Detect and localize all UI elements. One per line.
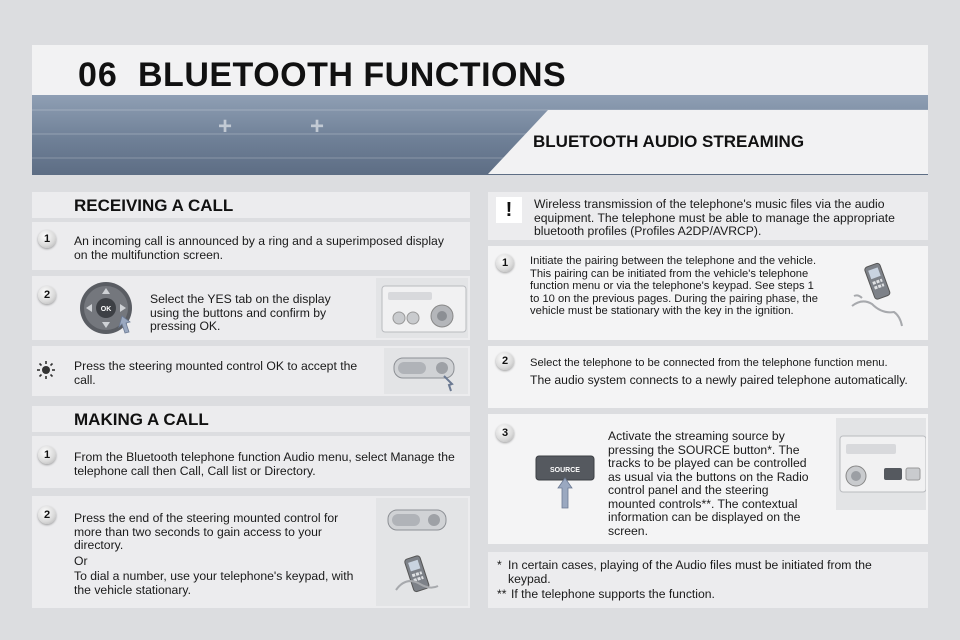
steering-and-phone-illustration xyxy=(376,498,468,606)
footnotes-panel xyxy=(488,552,928,608)
streaming-step-2-text: Select the telephone to be connected fro… xyxy=(530,357,888,369)
receiving-heading: RECEIVING A CALL xyxy=(74,196,234,215)
streaming-step-1-text: Initiate the pairing between the telepho… xyxy=(530,255,818,317)
receiving-step-2-text: Select the YES tab on the display using … xyxy=(150,292,331,333)
making-step-2-text: Press the end of the steering mounted co… xyxy=(74,511,339,552)
receiving-step-1-text: An incoming call is announced by a ring … xyxy=(74,234,444,262)
radio-source-illustration xyxy=(836,418,927,510)
step-number-badge: 2 xyxy=(38,286,56,304)
telephone-hand-icon xyxy=(851,262,903,327)
footnote-2: If the telephone supports the function. xyxy=(511,587,715,601)
chapter-number: 06 xyxy=(78,56,118,94)
step-number-badge: 1 xyxy=(38,230,56,248)
streaming-step-2 xyxy=(488,346,928,408)
making-step-1-text: From the Bluetooth telephone function Au… xyxy=(74,450,455,478)
streaming-step-2-text-2: The audio system connects to a newly pai… xyxy=(530,373,908,387)
receiving-tip-text: Press the steering mounted control OK to… xyxy=(74,359,358,387)
step-number-badge: 2 xyxy=(38,506,56,524)
footnote-1: In certain cases, playing of the Audio f… xyxy=(508,558,872,586)
plus-mark-icon: + xyxy=(310,113,325,140)
step-number-badge: 1 xyxy=(496,254,514,272)
footnote-1-mark: * xyxy=(497,558,502,572)
warning-text: Wireless transmission of the telephone's… xyxy=(534,197,895,238)
tip-sun-icon xyxy=(37,361,55,379)
streaming-step-1 xyxy=(488,246,928,340)
step-number-badge: 3 xyxy=(496,424,514,442)
receiving-heading-bar xyxy=(32,192,470,218)
page-title: BLUETOOTH FUNCTIONS xyxy=(138,56,567,94)
streaming-step-3-text: Activate the streaming source by pressin… xyxy=(608,429,809,538)
warning-panel xyxy=(488,192,928,240)
steering-control-illustration xyxy=(384,348,468,394)
step-number-badge: 1 xyxy=(38,446,56,464)
streaming-heading-panel xyxy=(488,110,928,174)
streaming-heading: BLUETOOTH AUDIO STREAMING xyxy=(533,132,805,151)
title-bar xyxy=(32,45,928,95)
navigation-pad-icon: OK xyxy=(80,282,132,334)
plus-mark-icon: + xyxy=(218,113,233,140)
making-step-1 xyxy=(32,436,470,488)
making-step-2-text-2: To dial a number, use your telephone's k… xyxy=(74,569,354,597)
making-heading: MAKING A CALL xyxy=(74,410,209,429)
source-button-label: SOURCE xyxy=(550,467,580,474)
step-number-badge: 2 xyxy=(496,352,514,370)
ok-label: OK xyxy=(101,306,112,313)
warning-exclamation-icon: ! xyxy=(496,197,522,223)
footnote-2-mark: ** xyxy=(497,587,507,601)
source-button-illustration: SOURCE xyxy=(535,455,595,509)
receiving-step-1 xyxy=(32,222,470,270)
making-heading-bar xyxy=(32,406,470,432)
radio-panel-illustration xyxy=(376,278,468,338)
making-step-2-or: Or xyxy=(74,554,88,568)
